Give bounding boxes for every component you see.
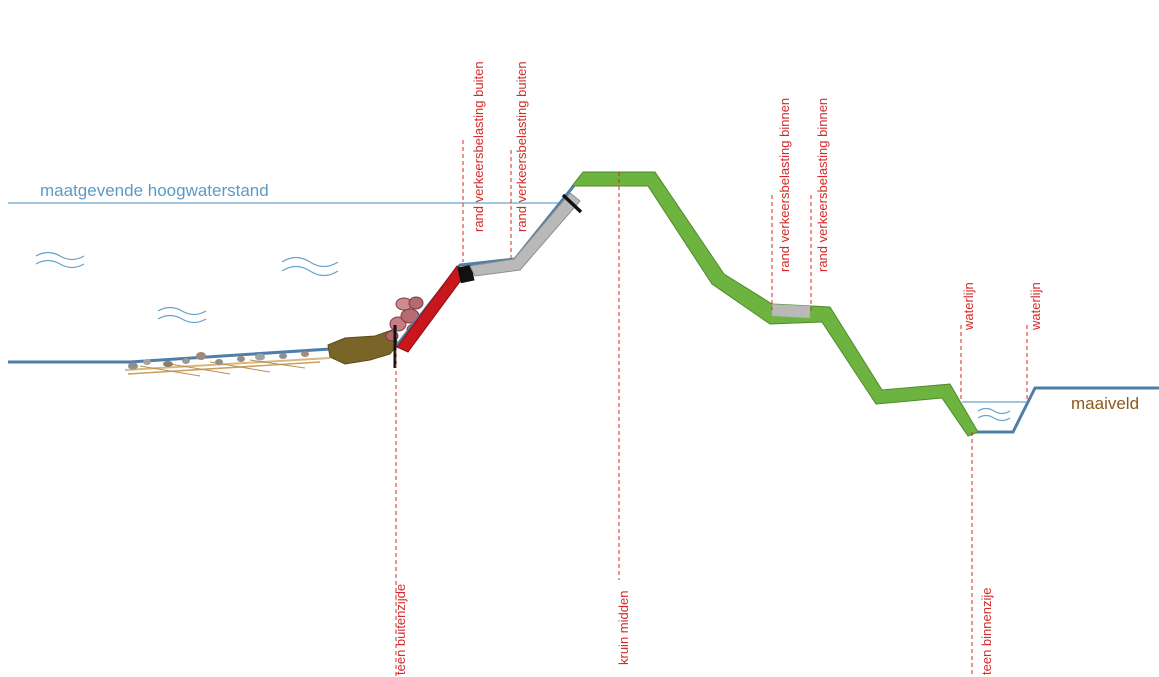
grass-cover xyxy=(570,171,979,437)
rand-verkeersbelasting-buiten-1-label: rand verkeersbelasting buiten xyxy=(471,61,486,232)
brushwood-mattress xyxy=(124,351,331,377)
waterlijn-1-label: waterlijn xyxy=(961,282,976,331)
waterlijn-2-label: waterlijn xyxy=(1028,282,1043,331)
rand-verkeersbelasting-binnen-1-label: rand verkeersbelasting binnen xyxy=(777,98,792,272)
ground-level-label: maaiveld xyxy=(1071,394,1139,413)
transition-block xyxy=(457,264,475,284)
rand-verkeersbelasting-buiten-2-label: rand verkeersbelasting buiten xyxy=(514,61,529,232)
inner-road-section xyxy=(771,304,811,319)
teen-buitenzijde-label: teen buitenzijde xyxy=(393,584,408,675)
kruin-midden-label: kruin midden xyxy=(616,591,631,665)
design-water-level-label: maatgevende hoogwaterstand xyxy=(40,181,269,200)
water-wave-icon xyxy=(977,407,1011,422)
outer-road-section xyxy=(469,192,581,277)
teen-binnenzijde-label: teen binnenzije xyxy=(979,588,994,675)
transition-bar xyxy=(561,193,583,214)
water-wave-icon xyxy=(281,256,339,277)
water-wave-icon xyxy=(35,251,85,269)
rand-verkeersbelasting-binnen-2-label: rand verkeersbelasting binnen xyxy=(815,98,830,272)
water-wave-icon xyxy=(157,306,207,324)
